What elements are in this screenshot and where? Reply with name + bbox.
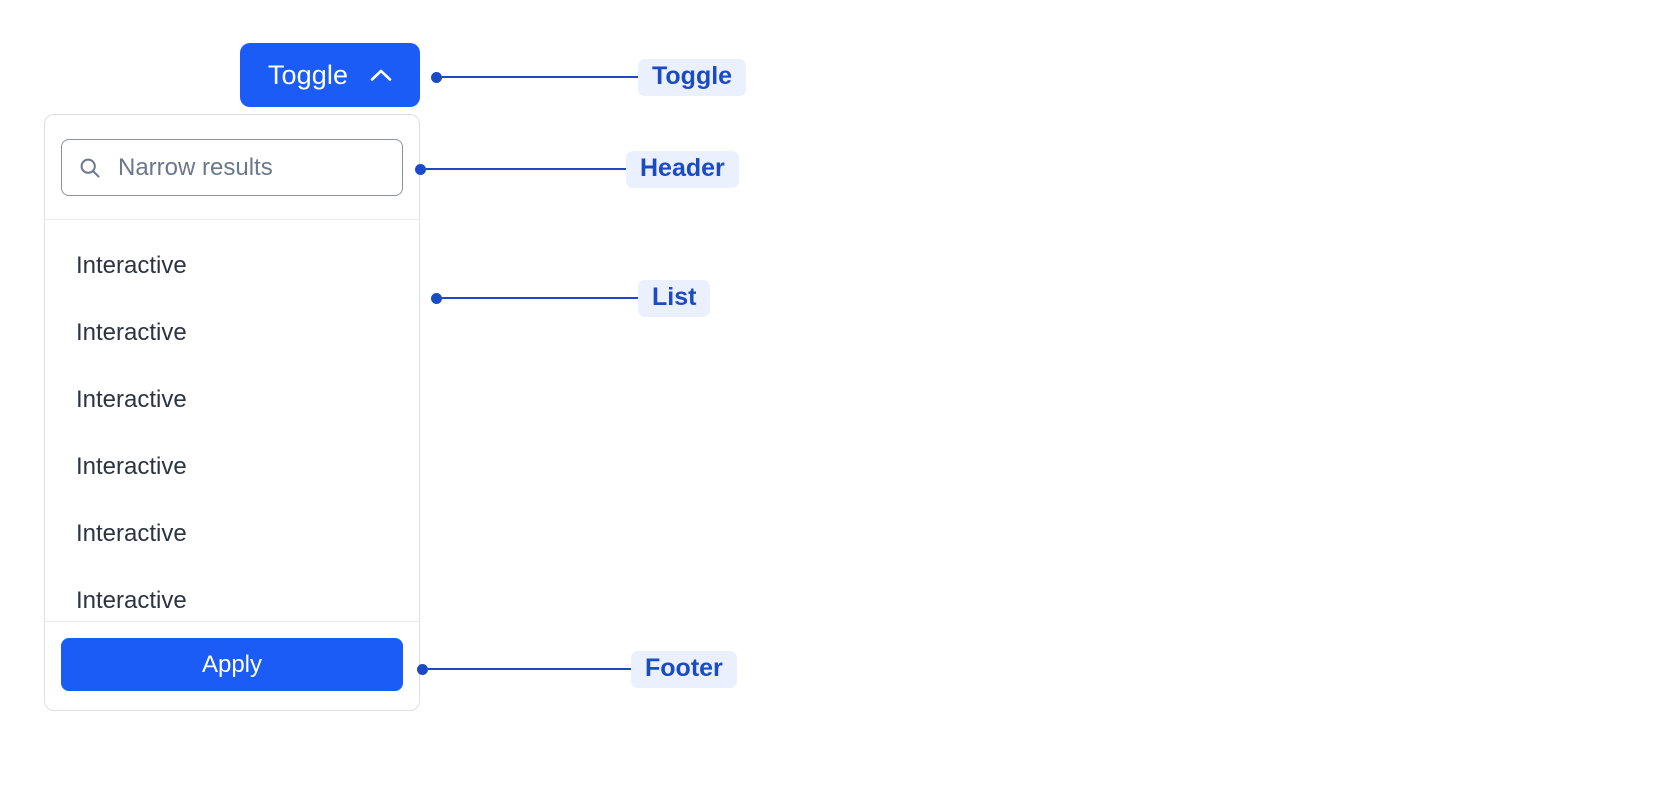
annotation-dot-icon xyxy=(431,71,442,83)
list-item[interactable]: Interactive xyxy=(76,385,187,413)
dropdown-header xyxy=(45,115,419,220)
search-icon xyxy=(80,158,100,178)
annotation-footer: Footer xyxy=(417,650,737,688)
list-item[interactable]: Interactive xyxy=(76,519,187,547)
annotation-line xyxy=(442,297,638,299)
apply-button[interactable]: Apply xyxy=(61,638,403,691)
annotation-dot-icon xyxy=(417,663,428,675)
search-input[interactable] xyxy=(62,153,402,182)
dropdown-panel: Interactive Interactive Interactive Inte… xyxy=(44,114,420,711)
annotation-line xyxy=(442,76,638,78)
annotation-label-list: List xyxy=(638,279,711,317)
list-item[interactable]: Interactive xyxy=(76,318,187,346)
chevron-up-icon xyxy=(370,69,392,81)
dropdown-list[interactable]: Interactive Interactive Interactive Inte… xyxy=(45,220,419,621)
annotation-line xyxy=(426,168,626,170)
list-item[interactable]: Interactive xyxy=(76,586,187,614)
list-item[interactable]: Interactive xyxy=(76,251,187,279)
annotation-header: Header xyxy=(415,150,739,188)
dropdown-footer: Apply xyxy=(45,621,419,710)
annotation-label-header: Header xyxy=(626,150,739,188)
annotation-line xyxy=(428,668,631,670)
toggle-button-label: Toggle xyxy=(267,59,349,90)
annotation-dot-icon xyxy=(415,163,426,175)
list-item[interactable]: Interactive xyxy=(76,452,187,480)
search-field[interactable] xyxy=(61,139,403,196)
annotation-label-footer: Footer xyxy=(631,650,737,688)
toggle-button[interactable]: Toggle xyxy=(240,43,420,107)
annotation-list: List xyxy=(431,279,711,317)
annotation-dot-icon xyxy=(431,292,442,304)
annotation-label-toggle: Toggle xyxy=(638,58,747,96)
annotation-toggle: Toggle xyxy=(431,58,747,96)
